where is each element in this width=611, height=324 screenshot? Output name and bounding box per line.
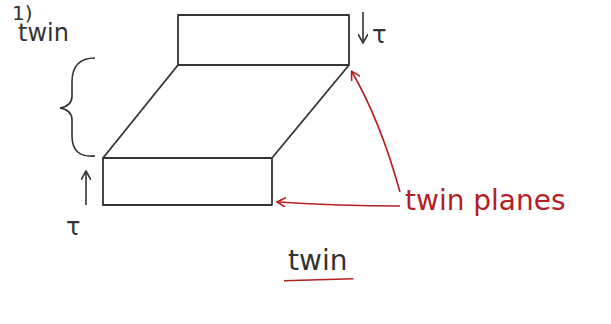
leader-arrow	[352, 72, 400, 192]
shear-arrow	[362, 12, 364, 42]
crystal-outline	[103, 15, 349, 205]
leader-arrow	[278, 202, 400, 206]
stress-symbol: τ	[66, 214, 80, 240]
figure-caption: twin	[288, 246, 347, 277]
shear-arrow	[85, 172, 87, 205]
twin-brace	[60, 58, 95, 156]
caption-underline	[284, 279, 353, 281]
plane-label: twin planes	[405, 186, 566, 217]
stress-symbol: τ	[372, 22, 386, 48]
region-label: twin	[18, 20, 69, 46]
